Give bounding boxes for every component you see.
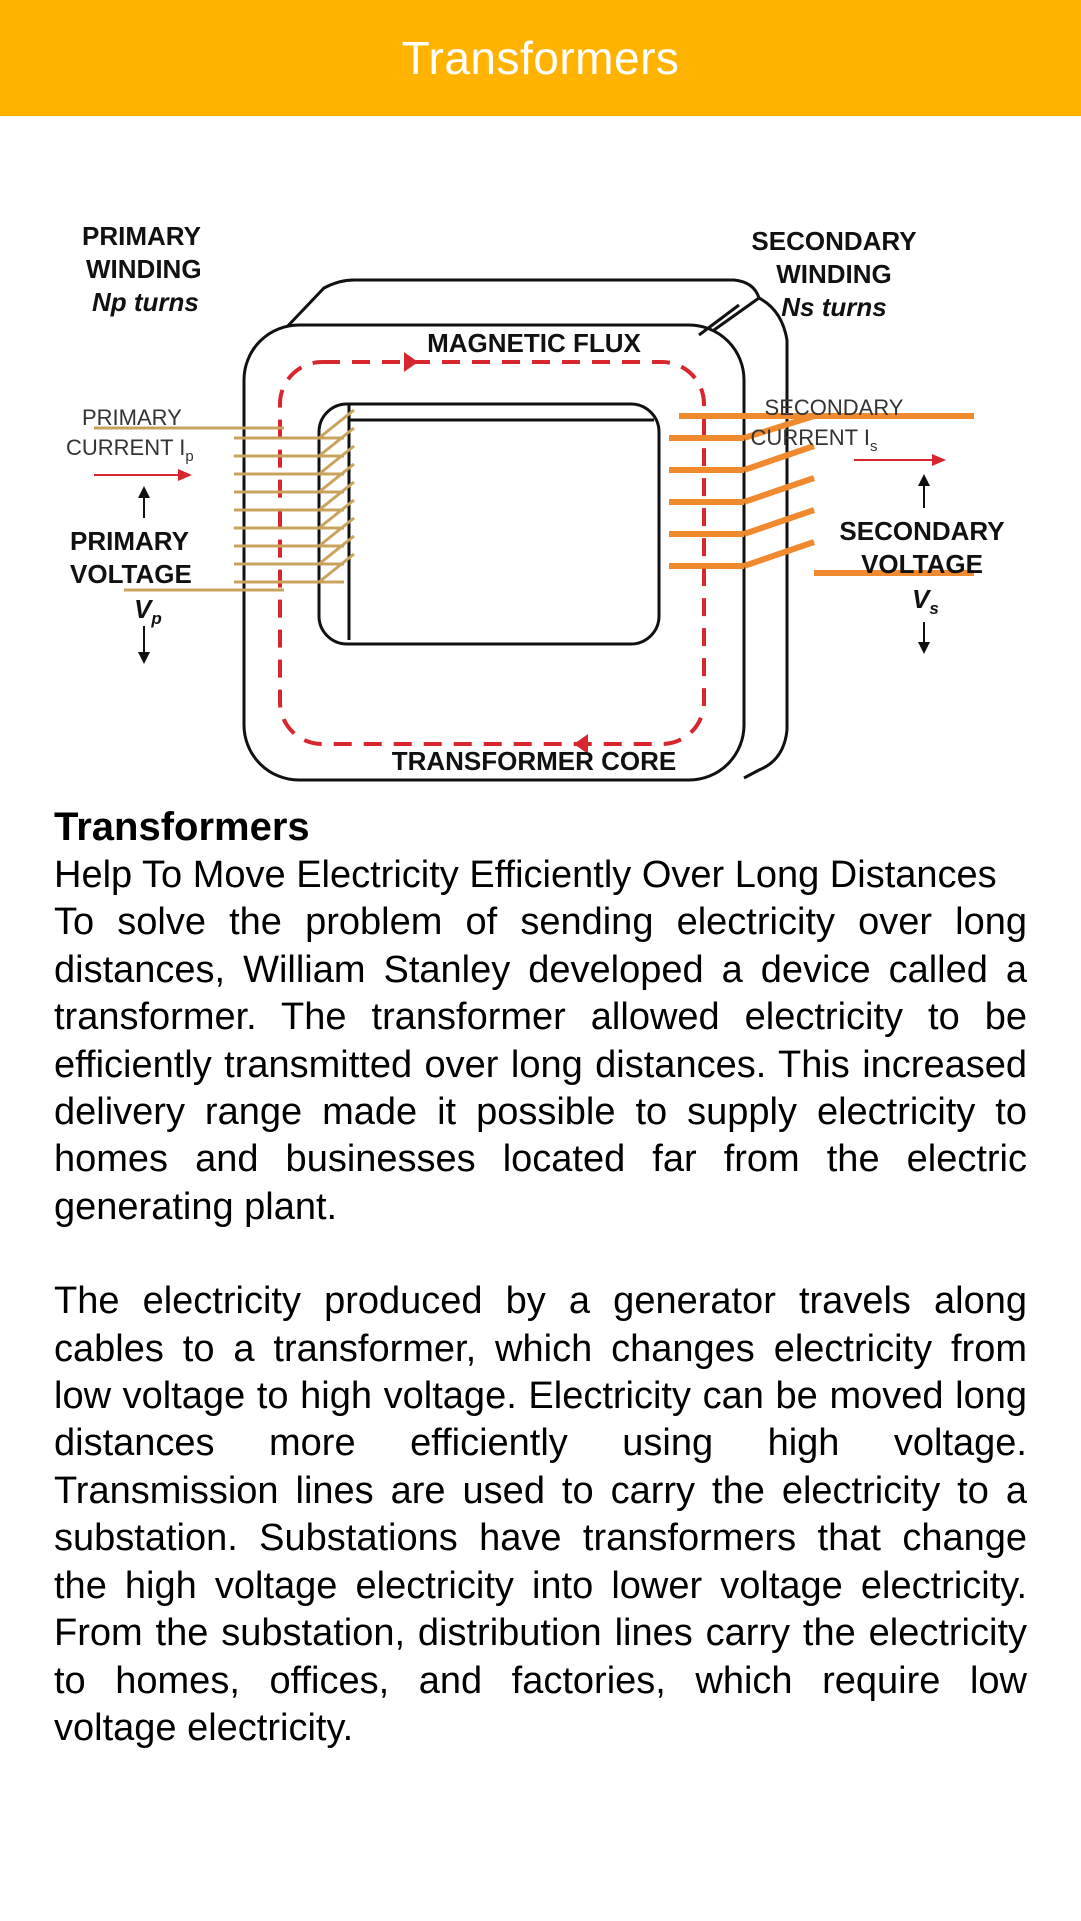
- svg-text:VOLTAGE: VOLTAGE: [861, 549, 983, 579]
- magnetic-flux-label: MAGNETIC FLUX: [427, 328, 641, 358]
- svg-text:PRIMARY: PRIMARY: [82, 405, 182, 430]
- svg-text:SECONDARY: SECONDARY: [765, 395, 904, 420]
- secondary-voltage-label: SECONDARY VOLTAGE Vs: [839, 474, 1005, 654]
- app-bar-title: Transformers: [401, 32, 680, 84]
- article: Transformers Help To Move Electricity Ef…: [54, 802, 1027, 1752]
- svg-text:VOLTAGE: VOLTAGE: [70, 559, 192, 589]
- svg-text:Ns turns: Ns turns: [781, 292, 886, 322]
- svg-text:CURRENT Is: CURRENT Is: [751, 425, 878, 455]
- svg-text:Vs: Vs: [912, 584, 939, 618]
- secondary-current-label: SECONDARY CURRENT Is: [751, 395, 946, 466]
- transformer-diagram: PRIMARY WINDING Np turns SECONDARY WINDI…: [54, 170, 1027, 790]
- svg-text:Np turns: Np turns: [92, 287, 199, 317]
- svg-text:SECONDARY: SECONDARY: [751, 226, 916, 256]
- svg-text:Vp: Vp: [134, 594, 162, 628]
- svg-text:WINDING: WINDING: [86, 254, 202, 284]
- svg-text:PRIMARY: PRIMARY: [82, 221, 201, 251]
- svg-text:WINDING: WINDING: [776, 259, 892, 289]
- primary-voltage-label: PRIMARY VOLTAGE Vp: [70, 486, 192, 664]
- flux-path: [278, 352, 706, 754]
- transformer-core-label: TRANSFORMER CORE: [392, 746, 677, 776]
- svg-text:PRIMARY: PRIMARY: [70, 526, 189, 556]
- svg-text:CURRENT Ip: CURRENT Ip: [66, 435, 194, 465]
- transformer-diagram-svg: PRIMARY WINDING Np turns SECONDARY WINDI…: [66, 221, 1005, 782]
- transformer-core: [242, 278, 789, 782]
- secondary-winding-label: SECONDARY WINDING Ns turns: [751, 226, 916, 322]
- article-paragraph-2: The electricity produced by a generator …: [54, 1280, 1027, 1749]
- article-heading: Transformers: [54, 805, 310, 849]
- primary-current-label: PRIMARY CURRENT Ip: [66, 405, 194, 481]
- app-bar: Transformers: [0, 0, 1081, 116]
- primary-winding-label: PRIMARY WINDING Np turns: [82, 221, 202, 317]
- primary-coil: [94, 408, 355, 592]
- article-paragraph-1: To solve the problem of sending electric…: [54, 901, 1027, 1228]
- article-subheading: Help To Move Electricity Efficiently Ove…: [54, 854, 997, 896]
- secondary-coil: [669, 413, 974, 576]
- svg-text:SECONDARY: SECONDARY: [839, 516, 1004, 546]
